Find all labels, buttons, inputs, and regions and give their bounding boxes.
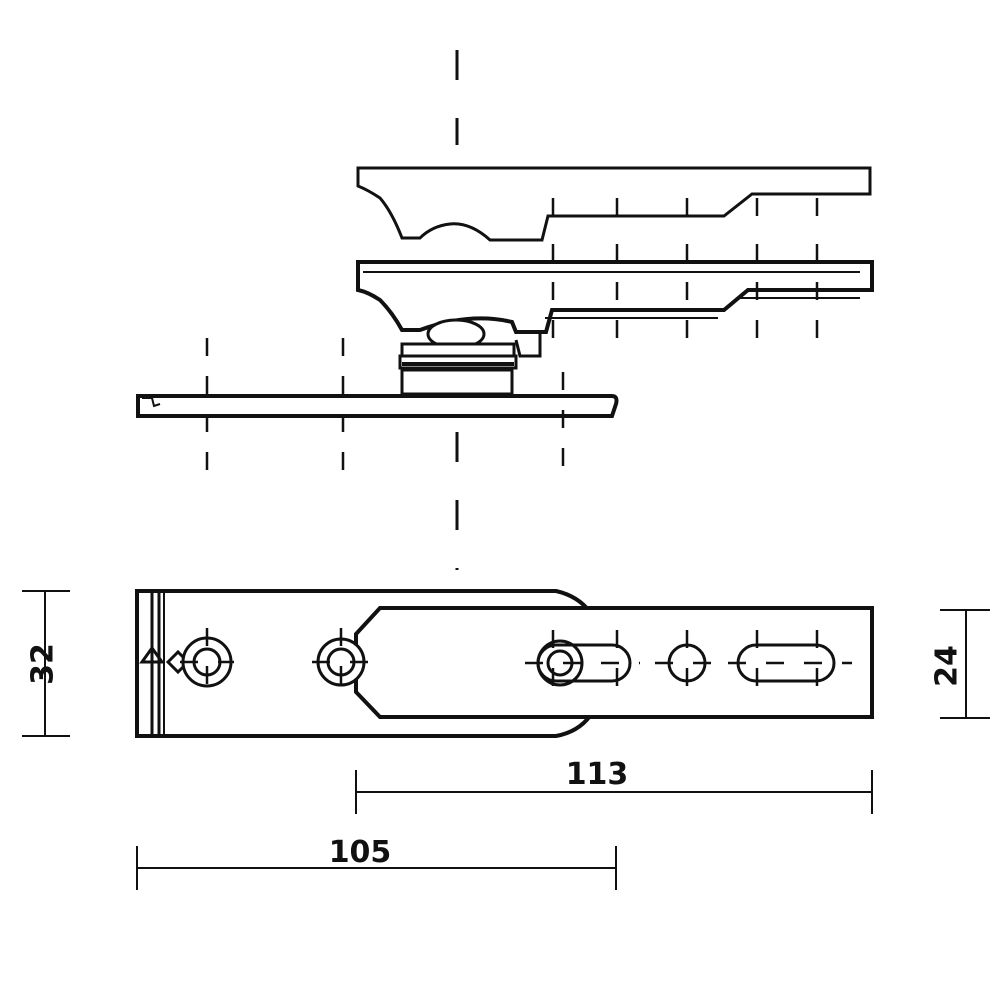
dimension-label-105: 105 — [329, 835, 392, 870]
rivet-hole — [312, 628, 378, 696]
dimension-label-113: 113 — [566, 757, 629, 792]
base-plate-side — [136, 394, 619, 418]
dimension-length-lower: 105 — [136, 835, 617, 890]
round-hole — [655, 630, 720, 696]
base-plate-hidden-lines — [205, 338, 565, 476]
upper-arm-hidden-lines — [551, 198, 819, 216]
dimensions: 32 24 113 105 — [22, 590, 990, 890]
dimension-height-left: 32 — [22, 590, 70, 737]
dimension-label-32: 32 — [26, 643, 61, 685]
middle-arm-inner-edge — [363, 271, 860, 319]
dimension-length-upper: 113 — [355, 757, 873, 814]
dimension-label-24: 24 — [930, 645, 965, 687]
middle-arm-hidden-lines — [551, 244, 819, 345]
slot-hole-1 — [525, 630, 640, 696]
upper-arm-top — [356, 166, 872, 242]
middle-arm — [356, 260, 874, 334]
arm-lower-bracket — [514, 330, 542, 358]
base-plate-notch — [142, 397, 161, 408]
slot-hole-2 — [728, 630, 852, 696]
dimension-height-right: 24 — [930, 609, 990, 719]
screw-hole-1 — [180, 628, 234, 696]
plan-view — [135, 589, 874, 738]
base-plate-end-strip — [139, 593, 191, 734]
side-view — [136, 50, 874, 570]
